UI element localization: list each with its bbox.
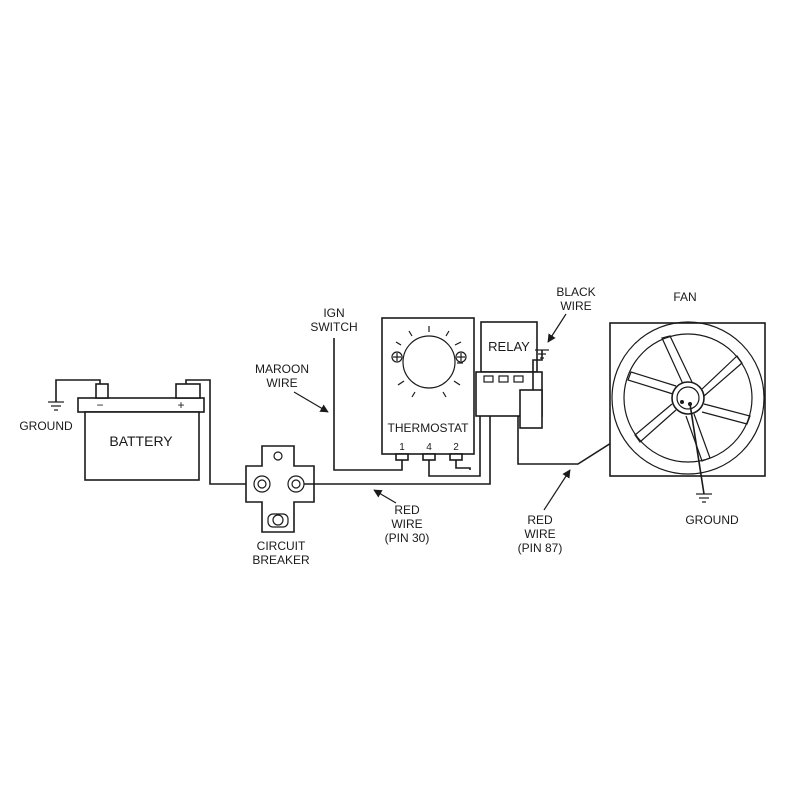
ign-switch-label-line2: SWITCH — [310, 320, 357, 334]
red-wire-pin87-line3: (PIN 87) — [518, 541, 563, 555]
ign-switch-label-line1: IGN — [323, 306, 344, 320]
wire-thermostat-pin4-relay — [428, 416, 481, 477]
thermostat-label: THERMOSTAT — [388, 421, 470, 435]
fan-label: FAN — [673, 290, 696, 304]
wire-red-pin30 — [304, 416, 491, 485]
thermostat: THERMOSTAT 1 4 2 — [381, 317, 475, 461]
fan-blades — [627, 335, 751, 462]
red-wire-pin87-line2: WIRE — [524, 527, 555, 541]
ground-right-label: GROUND — [685, 513, 739, 527]
ground-left: GROUND — [19, 379, 101, 433]
fan-inner-ring — [623, 333, 753, 463]
red-wire-pin87-line1: RED — [527, 513, 553, 527]
black-wire-arrow — [547, 313, 567, 343]
relay-body — [480, 321, 538, 373]
relay-bracket — [519, 389, 543, 429]
maroon-wire-label-line1: MAROON — [255, 362, 309, 376]
relay: RELAY — [475, 321, 543, 429]
battery-body — [84, 411, 200, 481]
black-wire-label-line1: BLACK — [556, 285, 595, 299]
thermostat-dial — [402, 335, 456, 389]
black-wire-label-line2: WIRE — [560, 299, 591, 313]
red-wire-pin30-line2: WIRE — [391, 517, 422, 531]
thermostat-pin-2: 2 — [453, 442, 459, 453]
circuit-breaker-label-line2: BREAKER — [252, 553, 310, 567]
red-wire-pin30-line3: (PIN 30) — [385, 531, 430, 545]
relay-label: RELAY — [488, 339, 530, 354]
thermostat-screw-right — [455, 351, 467, 363]
battery-positive-terminal — [175, 383, 201, 399]
fan-outer-ring — [611, 321, 765, 475]
maroon-wire-arrow — [293, 391, 329, 413]
battery: − + BATTERY — [77, 383, 205, 481]
circuit-breaker-label-line1: CIRCUIT — [257, 539, 306, 553]
red-wire-pin30-arrow — [373, 489, 397, 504]
thermostat-pin-1: 1 — [399, 442, 405, 453]
red-wire-pin87-label: RED WIRE (PIN 87) — [518, 469, 571, 555]
thermostat-screw-left — [391, 351, 403, 363]
circuit-breaker: CIRCUIT BREAKER — [245, 445, 315, 567]
thermostat-body — [381, 317, 475, 455]
fan: FAN — [609, 290, 766, 477]
red-wire-pin30-line1: RED — [394, 503, 420, 517]
black-wire: BLACK WIRE — [532, 285, 596, 390]
maroon-wire-label-line2: WIRE — [266, 376, 297, 390]
red-wire-pin87-arrow — [543, 469, 571, 511]
wire-ign-maroon — [333, 338, 403, 471]
ground-right: GROUND — [685, 403, 739, 527]
battery-label: BATTERY — [109, 433, 173, 449]
battery-positive-label: + — [177, 398, 184, 412]
red-wire-pin30-label: RED WIRE (PIN 30) — [373, 489, 430, 545]
wire-battery-to-breaker — [185, 379, 255, 485]
battery-negative-terminal — [95, 383, 109, 399]
thermostat-pin-4: 4 — [426, 442, 432, 453]
ground-left-label: GROUND — [19, 419, 73, 433]
battery-negative-label: − — [96, 398, 103, 412]
wire-thermostat-pin2 — [455, 460, 471, 470]
